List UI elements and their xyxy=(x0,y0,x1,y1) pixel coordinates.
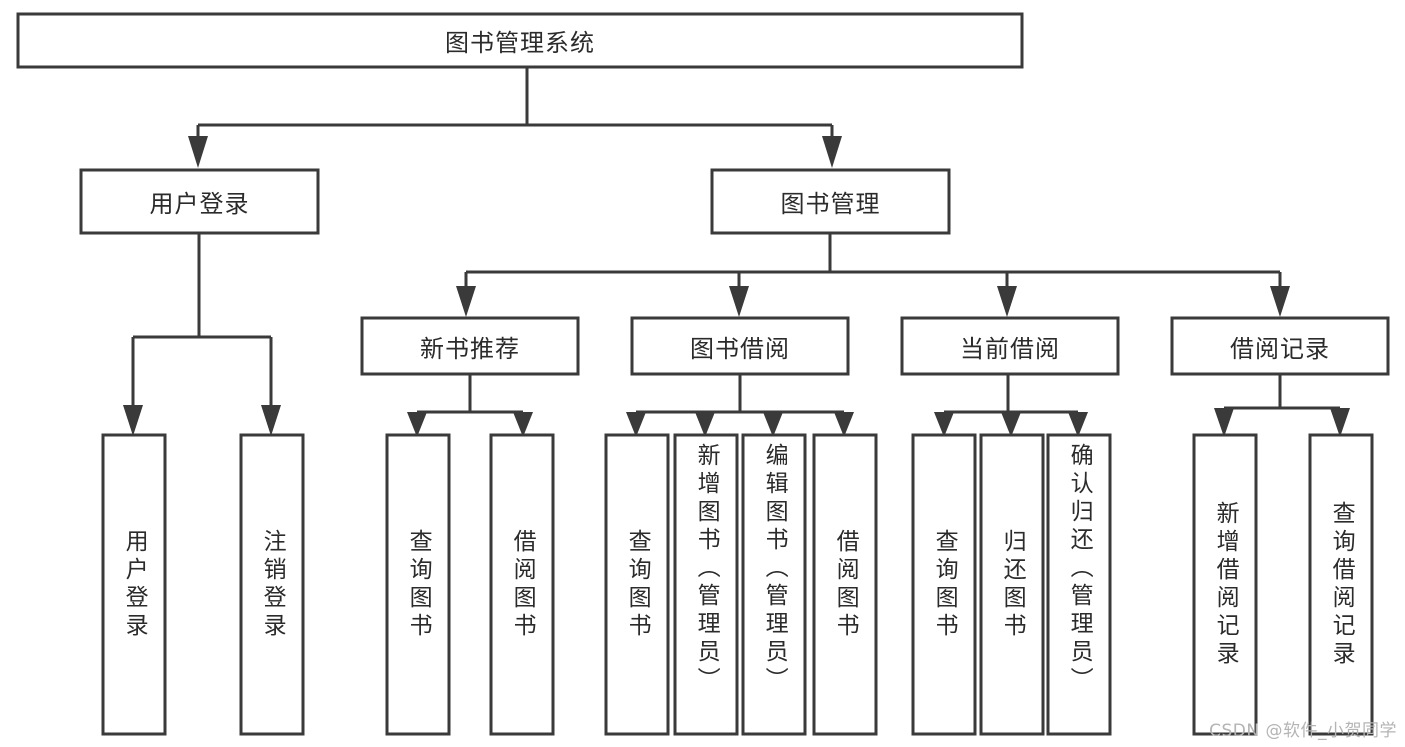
leaf-cb-confirm-return[interactable] xyxy=(1046,433,1112,736)
arrow-icon-to-new-book-recommend xyxy=(456,286,476,317)
node-book-borrow[interactable] xyxy=(630,316,850,376)
arrow-icon-bb-edit-book xyxy=(763,412,783,437)
arrow-icon-br-query-record xyxy=(1330,408,1350,437)
arrow-icon-to-borrow-record xyxy=(1270,286,1290,317)
node-root-book-management-system[interactable] xyxy=(16,12,1024,69)
arrow-icon-root-to-user-login xyxy=(188,136,208,168)
arrow-icon-to-leaf-logout xyxy=(261,405,281,436)
leaf-bb-edit-book[interactable] xyxy=(741,433,807,736)
arrow-icon-cb-return-book xyxy=(1001,412,1021,437)
node-new-book-recommend[interactable] xyxy=(360,316,580,376)
leaf-logout[interactable] xyxy=(239,433,305,736)
arrow-icon-bb-query-book xyxy=(626,412,646,437)
arrow-icon-to-book-borrow xyxy=(729,286,749,317)
arrow-icon-nb-borrow-book xyxy=(513,412,533,437)
leaf-bb-add-book[interactable] xyxy=(673,433,739,736)
arrow-icon-to-leaf-user-login xyxy=(123,405,143,436)
node-current-borrow[interactable] xyxy=(900,316,1120,376)
leaf-br-add-record[interactable] xyxy=(1192,433,1258,736)
node-borrow-record[interactable] xyxy=(1170,316,1390,376)
arrow-icon-bb-add-book xyxy=(695,412,715,437)
arrow-icon-nb-query-book xyxy=(407,412,427,437)
leaf-bb-borrow-book[interactable] xyxy=(812,433,878,736)
leaf-cb-return-book[interactable] xyxy=(979,433,1045,736)
leaf-nb-borrow-book[interactable] xyxy=(489,433,555,736)
node-book-management[interactable] xyxy=(710,168,951,235)
arrow-icon-bb-borrow-book xyxy=(834,412,854,437)
arrow-icon-cb-confirm-return xyxy=(1068,412,1088,437)
arrow-icon-root-to-book-management xyxy=(822,136,842,168)
leaf-bb-query-book[interactable] xyxy=(604,433,670,736)
leaf-nb-query-book[interactable] xyxy=(385,433,451,736)
arrow-icon-br-add-record xyxy=(1214,408,1234,437)
leaf-user-login[interactable] xyxy=(101,433,167,736)
node-user-login[interactable] xyxy=(79,168,320,235)
leaf-br-query-record[interactable] xyxy=(1308,433,1374,736)
arrow-icon-cb-query-book xyxy=(934,412,954,437)
leaf-cb-query-book[interactable] xyxy=(911,433,977,736)
arrow-icon-to-current-borrow xyxy=(997,286,1017,317)
